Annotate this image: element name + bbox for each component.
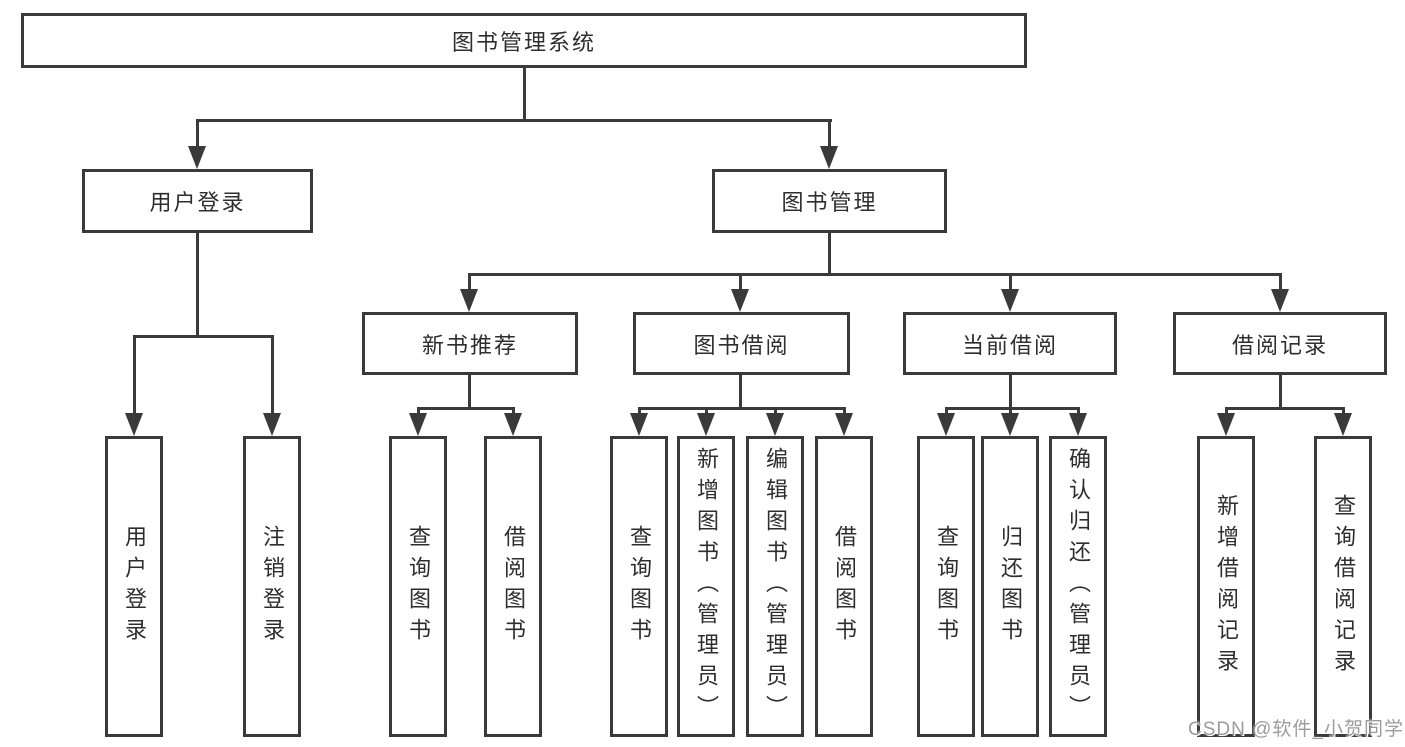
connector-line-h: [945, 407, 1080, 410]
leaf-query-books-borrow: 查询图书: [610, 436, 668, 737]
leaf-query-books-recommend: 查询图书: [389, 436, 447, 737]
node-new-book-recommend-label: 新书推荐: [421, 332, 518, 358]
leaf-logout-label: 注销登录: [260, 524, 285, 649]
connector-line-v: [1279, 276, 1282, 290]
arrowhead-down: [820, 146, 838, 169]
connector-line-v: [1225, 407, 1228, 417]
leaf-query-borrow-record: 查询借阅记录: [1314, 436, 1372, 737]
arrowhead-down: [188, 146, 206, 169]
connector-line-v: [1009, 276, 1012, 290]
connector-line-h: [468, 273, 1282, 276]
arrowhead-down: [1334, 413, 1352, 436]
connector-line-h: [638, 407, 846, 410]
arrowhead-down: [630, 413, 648, 436]
arrowhead-down: [731, 289, 749, 312]
connector-line-v: [1077, 407, 1080, 417]
leaf-add-borrow-record-label: 新增借阅记录: [1214, 493, 1239, 680]
connector-line-v: [739, 276, 742, 290]
leaf-borrow-books: 借阅图书: [815, 436, 873, 737]
connector-line-v: [828, 233, 831, 276]
leaf-return-book-label: 归还图书: [998, 524, 1023, 649]
leaf-confirm-return-admin: 确认归还（管理员）: [1049, 436, 1107, 737]
connector-line-v: [1009, 407, 1012, 417]
connector-line-v: [468, 375, 471, 410]
connector-line-v: [196, 233, 199, 338]
node-borrow-records-label: 借阅记录: [1231, 332, 1328, 358]
arrowhead-down: [835, 413, 853, 436]
csdn-watermark: CSDN @软件_小贺同学: [1188, 719, 1404, 740]
arrowhead-down: [1069, 413, 1087, 436]
leaf-add-book-admin: 新增图书（管理员）: [677, 436, 735, 737]
connector-line-v: [133, 335, 136, 415]
arrowhead-down: [263, 413, 281, 436]
arrowhead-down: [697, 413, 715, 436]
connector-line-v: [774, 407, 777, 417]
node-root: 图书管理系统: [21, 13, 1027, 68]
connector-line-v: [512, 407, 515, 417]
connector-line-v: [1342, 407, 1345, 417]
connector-line-v: [417, 407, 420, 417]
connector-line-h: [133, 335, 274, 338]
connector-line-v: [271, 335, 274, 415]
arrowhead-down: [937, 413, 955, 436]
connector-line-h: [1225, 407, 1345, 410]
leaf-edit-book-admin-label: 编辑图书（管理员）: [763, 447, 788, 726]
arrowhead-down: [125, 413, 143, 436]
node-current-borrow: 当前借阅: [903, 312, 1117, 375]
connector-line-v: [196, 119, 199, 148]
leaf-borrow-books-recommend: 借阅图书: [484, 436, 542, 737]
node-user-login-label: 用户登录: [149, 190, 246, 215]
arrowhead-down: [504, 413, 522, 436]
connector-line-v: [638, 407, 641, 417]
leaf-return-book: 归还图书: [981, 436, 1039, 737]
connector-line-v: [468, 276, 471, 290]
connector-line-v: [945, 407, 948, 417]
arrowhead-down: [1001, 289, 1019, 312]
connector-line-v: [828, 119, 831, 148]
leaf-confirm-return-admin-label: 确认归还（管理员）: [1066, 447, 1091, 726]
leaf-user-login-label: 用户登录: [122, 524, 147, 649]
arrowhead-down: [1271, 289, 1289, 312]
leaf-add-book-admin-label: 新增图书（管理员）: [694, 447, 719, 726]
connector-line-v: [705, 407, 708, 417]
node-book-borrow: 图书借阅: [633, 312, 850, 375]
arrowhead-down: [409, 413, 427, 436]
arrowhead-down: [1217, 413, 1235, 436]
leaf-query-books-current-label: 查询图书: [934, 524, 959, 649]
leaf-query-books-recommend-label: 查询图书: [406, 524, 431, 649]
arrowhead-down: [1001, 413, 1019, 436]
leaf-query-books-current: 查询图书: [917, 436, 975, 737]
node-user-login: 用户登录: [82, 169, 313, 233]
node-borrow-records: 借阅记录: [1173, 312, 1387, 375]
connector-line-h: [417, 407, 515, 410]
node-book-borrow-label: 图书借阅: [693, 332, 790, 358]
leaf-add-borrow-record: 新增借阅记录: [1197, 436, 1255, 737]
connector-line-v: [739, 375, 742, 410]
leaf-logout: 注销登录: [243, 436, 301, 737]
arrowhead-down: [460, 289, 478, 312]
node-root-label: 图书管理系统: [451, 29, 596, 55]
leaf-borrow-books-recommend-label: 借阅图书: [501, 524, 526, 649]
node-current-borrow-label: 当前借阅: [961, 332, 1058, 358]
arrowhead-down: [766, 413, 784, 436]
connector-line-v: [1279, 375, 1282, 410]
connector-line-v: [1009, 375, 1012, 410]
leaf-user-login: 用户登录: [105, 436, 163, 737]
node-new-book-recommend: 新书推荐: [362, 312, 578, 375]
connector-line-v: [523, 68, 526, 122]
node-book-management: 图书管理: [712, 169, 947, 233]
leaf-query-borrow-record-label: 查询借阅记录: [1331, 493, 1356, 680]
leaf-edit-book-admin: 编辑图书（管理员）: [746, 436, 804, 737]
leaf-borrow-books-label: 借阅图书: [832, 524, 857, 649]
node-book-management-label: 图书管理: [781, 190, 878, 215]
connector-line-h: [196, 119, 832, 122]
connector-line-v: [843, 407, 846, 417]
leaf-query-books-borrow-label: 查询图书: [627, 524, 652, 649]
